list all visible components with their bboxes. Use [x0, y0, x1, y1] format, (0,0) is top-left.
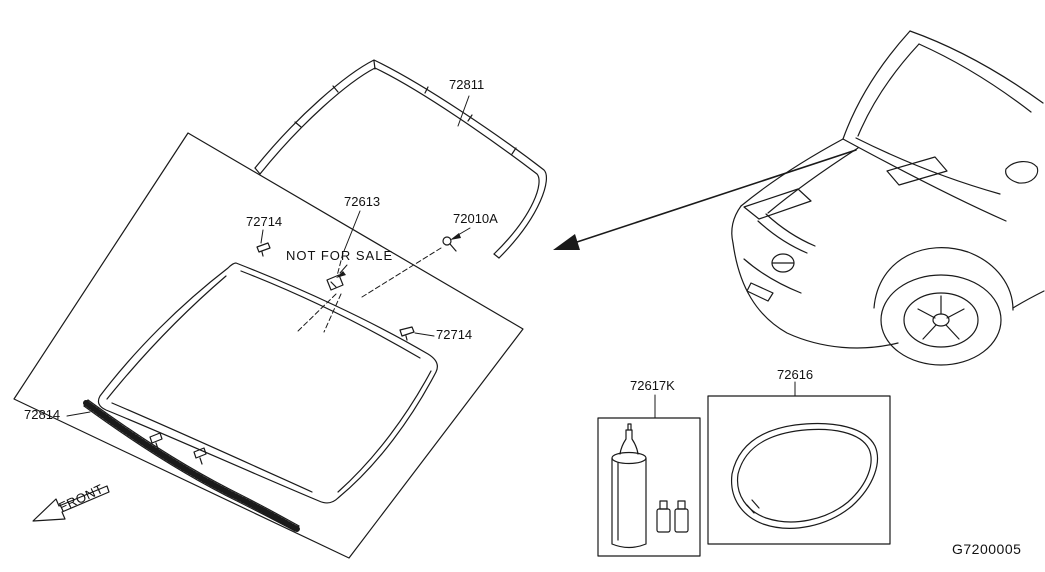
mirror-base-clips — [149, 432, 207, 465]
front-arrow — [32, 485, 110, 522]
screw-72010A — [442, 236, 457, 252]
label-72814: 72814 — [24, 407, 61, 422]
label-72010A: 72010A — [453, 211, 498, 226]
label-72616: 72616 — [777, 367, 814, 382]
pointer-arrow — [553, 149, 857, 250]
windshield-glass — [97, 262, 438, 504]
drawing-sheet-outline — [13, 132, 524, 559]
label-72714-top: 72714 — [246, 214, 283, 229]
upper-molding-72811 — [254, 59, 548, 259]
dashed-reference-lines — [295, 247, 442, 334]
leader-lines — [66, 95, 796, 419]
clip-72714-side — [399, 326, 415, 341]
figure-code: G7200005 — [952, 541, 1022, 557]
lower-molding-72814 — [83, 399, 300, 532]
kit-box-72616 — [707, 395, 891, 545]
kit-box-72617K — [597, 417, 701, 557]
not-for-sale-note: NOT FOR SALE — [286, 248, 394, 263]
label-72811: 72811 — [449, 77, 485, 92]
clip-72714-top — [256, 242, 271, 257]
spacer-bracket-72613 — [326, 274, 344, 291]
label-72714-side: 72714 — [436, 327, 473, 342]
label-72617K: 72617K — [630, 378, 675, 393]
label-72613: 72613 — [344, 194, 381, 209]
vehicle-illustration — [731, 30, 1045, 366]
